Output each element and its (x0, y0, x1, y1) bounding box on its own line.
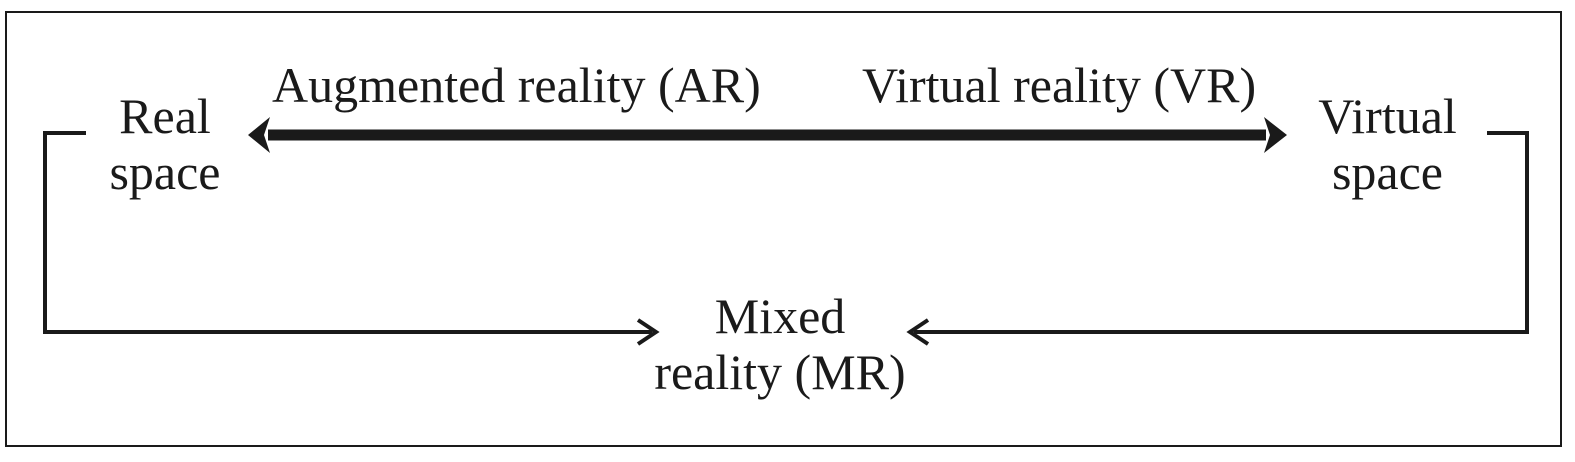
virtual-reality-text: Virtual reality (VR) (862, 57, 1257, 113)
real-space-line1: Real (119, 88, 211, 144)
node-mixed-reality: Mixed reality (MR) (620, 288, 940, 400)
node-real-space: Real space (90, 88, 240, 200)
edge-real-virtual (248, 117, 1287, 153)
mixed-reality-line1: Mixed (714, 288, 846, 344)
mixed-reality-line2: reality (MR) (654, 344, 906, 400)
edge-label-augmented-reality: Augmented reality (AR) (272, 57, 761, 113)
edge-real-virtual-arrowhead-left (248, 117, 270, 153)
edge-virtual-mixed-arrowhead (906, 318, 930, 346)
edge-real-mixed-line (43, 131, 652, 334)
diagram-frame (5, 11, 1562, 447)
edge-label-virtual-reality: Virtual reality (VR) (862, 57, 1256, 113)
virtual-space-line1: Virtual (1318, 88, 1457, 144)
augmented-reality-text: Augmented reality (AR) (272, 57, 761, 113)
real-space-line2: space (109, 144, 221, 200)
edge-virtual-mixed-line (914, 131, 1529, 334)
edge-virtual-mixed (906, 131, 1529, 346)
edge-real-mixed (43, 131, 660, 346)
virtual-space-line2: space (1331, 144, 1444, 200)
edge-real-mixed-arrowhead (636, 318, 660, 346)
edge-real-virtual-arrowhead-right (1264, 117, 1287, 153)
node-virtual-space: Virtual space (1300, 88, 1475, 200)
